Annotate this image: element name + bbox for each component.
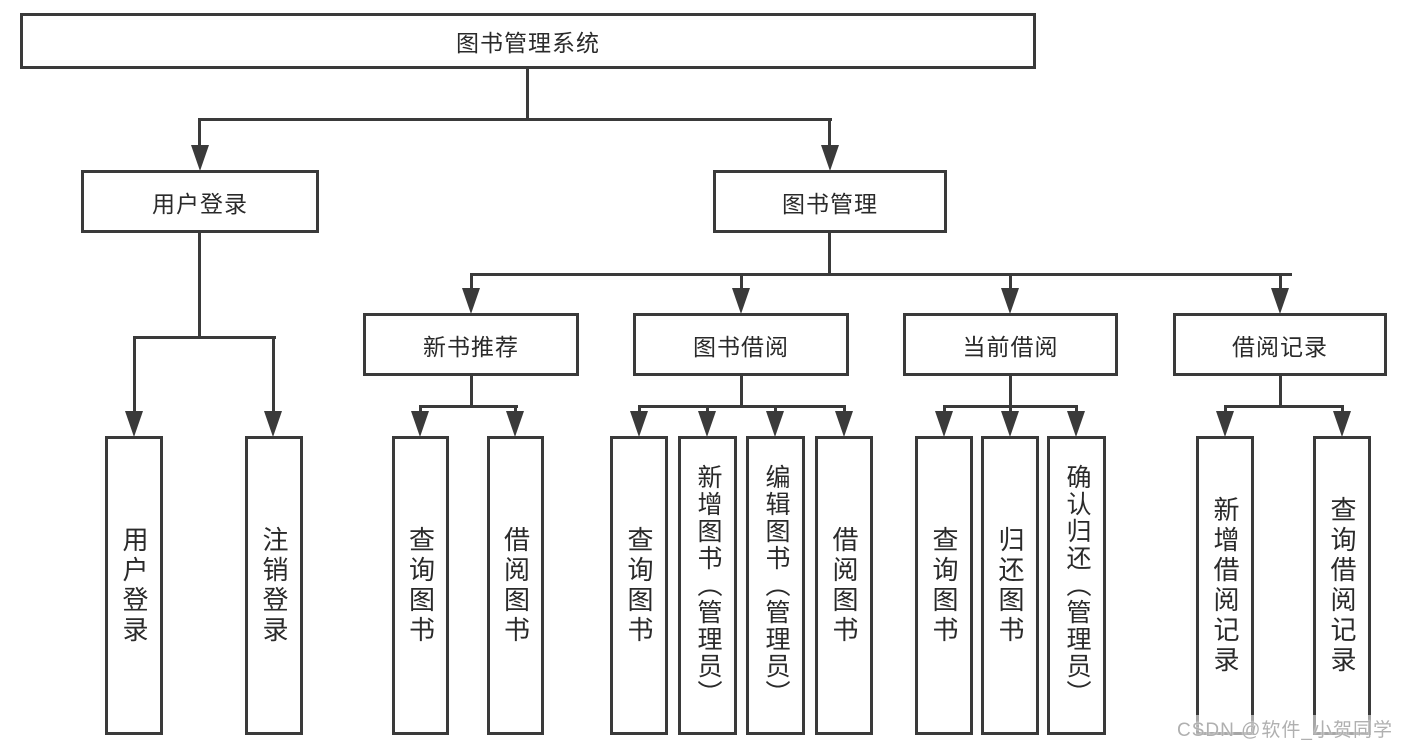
leaf-add-borrow-record: 新增借阅记录	[1196, 436, 1254, 735]
leaf-query-books-current: 查询图书	[915, 436, 973, 735]
arrow-down-icon	[411, 411, 429, 437]
leaf-confirm-return-admin: 确认归还（管理员）	[1047, 436, 1106, 735]
node-label: 用户登录	[152, 190, 248, 217]
node-label: 图书借阅	[693, 333, 789, 360]
node-new-book-recommendation: 新书推荐	[363, 313, 579, 376]
arrow-down-icon	[1067, 411, 1085, 437]
leaf-label: 归还图书	[995, 525, 1025, 646]
node-label: 当前借阅	[962, 333, 1059, 360]
node-label: 借阅记录	[1232, 333, 1328, 360]
leaf-label: 新增借阅记录	[1210, 495, 1240, 676]
connector-line	[740, 273, 743, 293]
connector-line	[198, 118, 832, 121]
arrow-down-icon	[1333, 411, 1351, 437]
connector-line	[828, 233, 831, 276]
connector-line	[272, 336, 275, 414]
leaf-add-book-admin: 新增图书（管理员）	[678, 436, 737, 735]
leaf-label: 用户登录	[119, 525, 149, 646]
connector-line	[526, 69, 529, 118]
arrow-down-icon	[1001, 411, 1019, 437]
leaf-borrow-books-recommend: 借阅图书	[487, 436, 544, 735]
arrow-down-icon	[264, 411, 282, 437]
leaf-edit-book-admin: 编辑图书（管理员）	[746, 436, 805, 735]
arrow-down-icon	[191, 145, 209, 171]
connector-line	[1224, 405, 1344, 408]
node-book-management: 图书管理	[713, 170, 947, 233]
csdn-watermark: CSDN @软件_小贺同学	[1175, 715, 1395, 742]
leaf-label: 查询图书	[929, 525, 959, 646]
arrow-down-icon	[630, 411, 648, 437]
node-book-borrowing: 图书借阅	[633, 313, 849, 376]
leaf-borrow-books: 借阅图书	[815, 436, 873, 735]
leaf-label: 借阅图书	[500, 525, 531, 646]
connector-line	[638, 405, 846, 408]
connector-line	[1009, 376, 1012, 407]
connector-line	[470, 273, 1292, 276]
connector-line	[419, 405, 518, 408]
leaf-label: 注销登录	[259, 525, 289, 646]
arrow-down-icon	[835, 411, 853, 437]
leaf-label: 查询借阅记录	[1327, 495, 1357, 676]
arrow-down-icon	[125, 411, 143, 437]
leaf-label: 确认归还（管理员）	[1063, 464, 1091, 707]
arrow-down-icon	[506, 411, 524, 437]
arrow-down-icon	[1001, 288, 1019, 314]
leaf-label: 查询图书	[624, 525, 654, 646]
arrow-down-icon	[1216, 411, 1234, 437]
connector-line	[828, 118, 831, 152]
leaf-label: 新增图书（管理员）	[694, 464, 722, 707]
leaf-query-books-recommend: 查询图书	[392, 436, 449, 735]
arrow-down-icon	[732, 288, 750, 314]
arrow-down-icon	[766, 411, 784, 437]
node-label: 新书推荐	[423, 333, 519, 360]
connector-line	[1279, 273, 1282, 293]
arrow-down-icon	[1271, 288, 1289, 314]
node-library-management-system: 图书管理系统	[20, 13, 1036, 69]
arrow-down-icon	[698, 411, 716, 437]
leaf-label: 编辑图书（管理员）	[762, 464, 790, 707]
connector-line	[470, 273, 473, 293]
arrow-down-icon	[821, 145, 839, 171]
node-current-borrowing: 当前借阅	[903, 313, 1118, 376]
connector-line	[470, 376, 473, 407]
leaf-label: 查询图书	[405, 525, 436, 646]
node-label: 图书管理	[782, 190, 878, 217]
node-borrowing-records: 借阅记录	[1173, 313, 1387, 376]
leaf-query-books-borrowing: 查询图书	[610, 436, 668, 735]
leaf-label: 借阅图书	[829, 525, 859, 646]
connector-line	[1009, 273, 1012, 293]
connector-line	[133, 336, 276, 339]
leaf-user-login: 用户登录	[105, 436, 163, 735]
connector-line	[1279, 376, 1282, 407]
connector-line	[740, 376, 743, 407]
arrow-down-icon	[935, 411, 953, 437]
node-user-login: 用户登录	[81, 170, 319, 233]
leaf-return-book: 归还图书	[981, 436, 1039, 735]
arrow-down-icon	[462, 288, 480, 314]
connector-line	[198, 118, 201, 152]
leaf-query-borrow-record: 查询借阅记录	[1313, 436, 1371, 735]
connector-line	[133, 336, 136, 414]
leaf-logout: 注销登录	[245, 436, 303, 735]
connector-line	[198, 233, 201, 336]
node-label: 图书管理系统	[456, 30, 600, 56]
